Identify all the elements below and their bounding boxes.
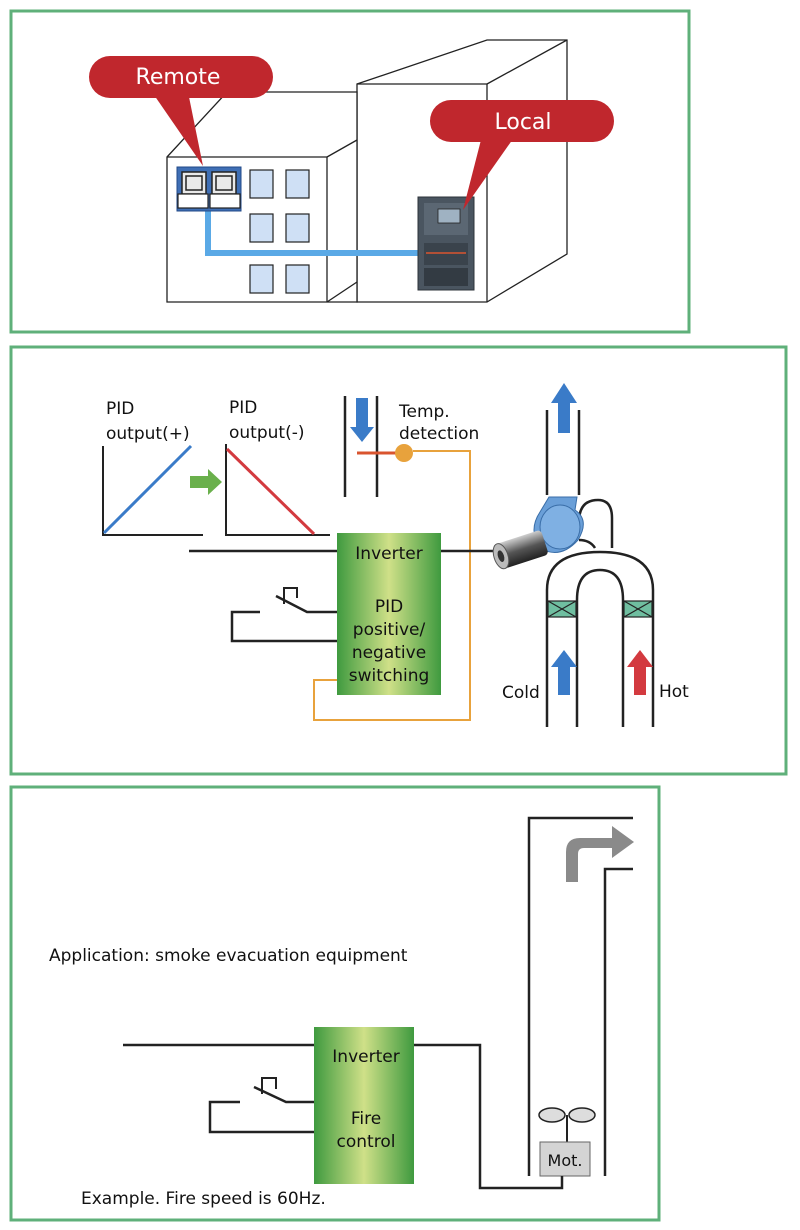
- inverter-text-3: negative: [352, 643, 426, 663]
- inverter-title: Inverter: [332, 1047, 399, 1067]
- inverter-device-icon: [417, 196, 475, 291]
- feedback-wire: [313, 450, 471, 721]
- inverter-text-1: PID: [375, 597, 403, 617]
- window: [285, 169, 310, 199]
- application-text: Application: smoke evacuation equipment: [49, 946, 408, 966]
- example-text: Example. Fire speed is 60Hz.: [81, 1189, 326, 1209]
- local-label: Local: [494, 110, 551, 135]
- hot-arrow-icon: [627, 650, 653, 695]
- pid-neg-label-1: PID: [229, 398, 257, 418]
- switch-icon: [208, 1077, 314, 1134]
- hot-label: Hot: [659, 682, 689, 702]
- pid-positive-graph: PID output(+): [102, 399, 203, 536]
- window: [285, 264, 310, 294]
- panel-remote-local: Remote Local: [9, 9, 691, 334]
- exhaust-chimney: [527, 816, 634, 1176]
- fan-icon: [538, 1107, 596, 1142]
- exhaust-arrow-icon: [566, 826, 634, 882]
- inverter-box-pid: Inverter PID positive/ negative switchin…: [337, 533, 441, 695]
- pid-negative-graph: PID output(-): [225, 398, 330, 536]
- pid-pos-label-1: PID: [106, 399, 134, 419]
- inverter-title: Inverter: [355, 544, 422, 564]
- window: [285, 213, 310, 243]
- inverter-text-4: switching: [349, 666, 430, 686]
- window: [249, 264, 274, 294]
- temp-label-2: detection: [399, 424, 479, 444]
- air-down-arrow-icon: [350, 398, 374, 442]
- pid-neg-label-2: output(-): [229, 423, 304, 443]
- cold-label: Cold: [502, 683, 540, 703]
- temperature-duct: Temp. detection: [343, 396, 479, 497]
- motor-box: [539, 1141, 591, 1177]
- temp-label-1: Temp.: [398, 402, 450, 422]
- air-up-arrow-icon: [551, 383, 577, 433]
- motor-label: Mot.: [548, 1151, 583, 1170]
- local-callout: Local: [430, 100, 614, 210]
- temp-sensor-icon: [395, 444, 413, 462]
- switch-icon: [230, 587, 337, 643]
- inverter-text-2: control: [337, 1132, 396, 1152]
- inverter-text-2: positive/: [353, 620, 426, 640]
- inverter-box-fire: Inverter Fire control: [314, 1027, 414, 1184]
- communication-cable: [205, 210, 420, 256]
- switch-arrow-icon: [190, 469, 222, 495]
- remote-callout: Remote: [89, 56, 273, 166]
- pipe-system: Cold Hot: [502, 383, 689, 727]
- damper-motor-icon: [492, 496, 584, 570]
- panel-pid-switching: PID output(+) PID output(-) Temp. detect…: [9, 345, 788, 776]
- panel-fire-control: Mot. Application: smoke evacuation equip…: [9, 785, 661, 1222]
- remote-label: Remote: [136, 65, 221, 90]
- remote-control-panel-icon: [176, 166, 242, 212]
- cold-arrow-icon: [551, 650, 577, 695]
- window: [249, 169, 274, 199]
- inverter-text-1: Fire: [351, 1109, 381, 1129]
- window: [249, 213, 274, 243]
- pid-pos-label-2: output(+): [106, 424, 190, 444]
